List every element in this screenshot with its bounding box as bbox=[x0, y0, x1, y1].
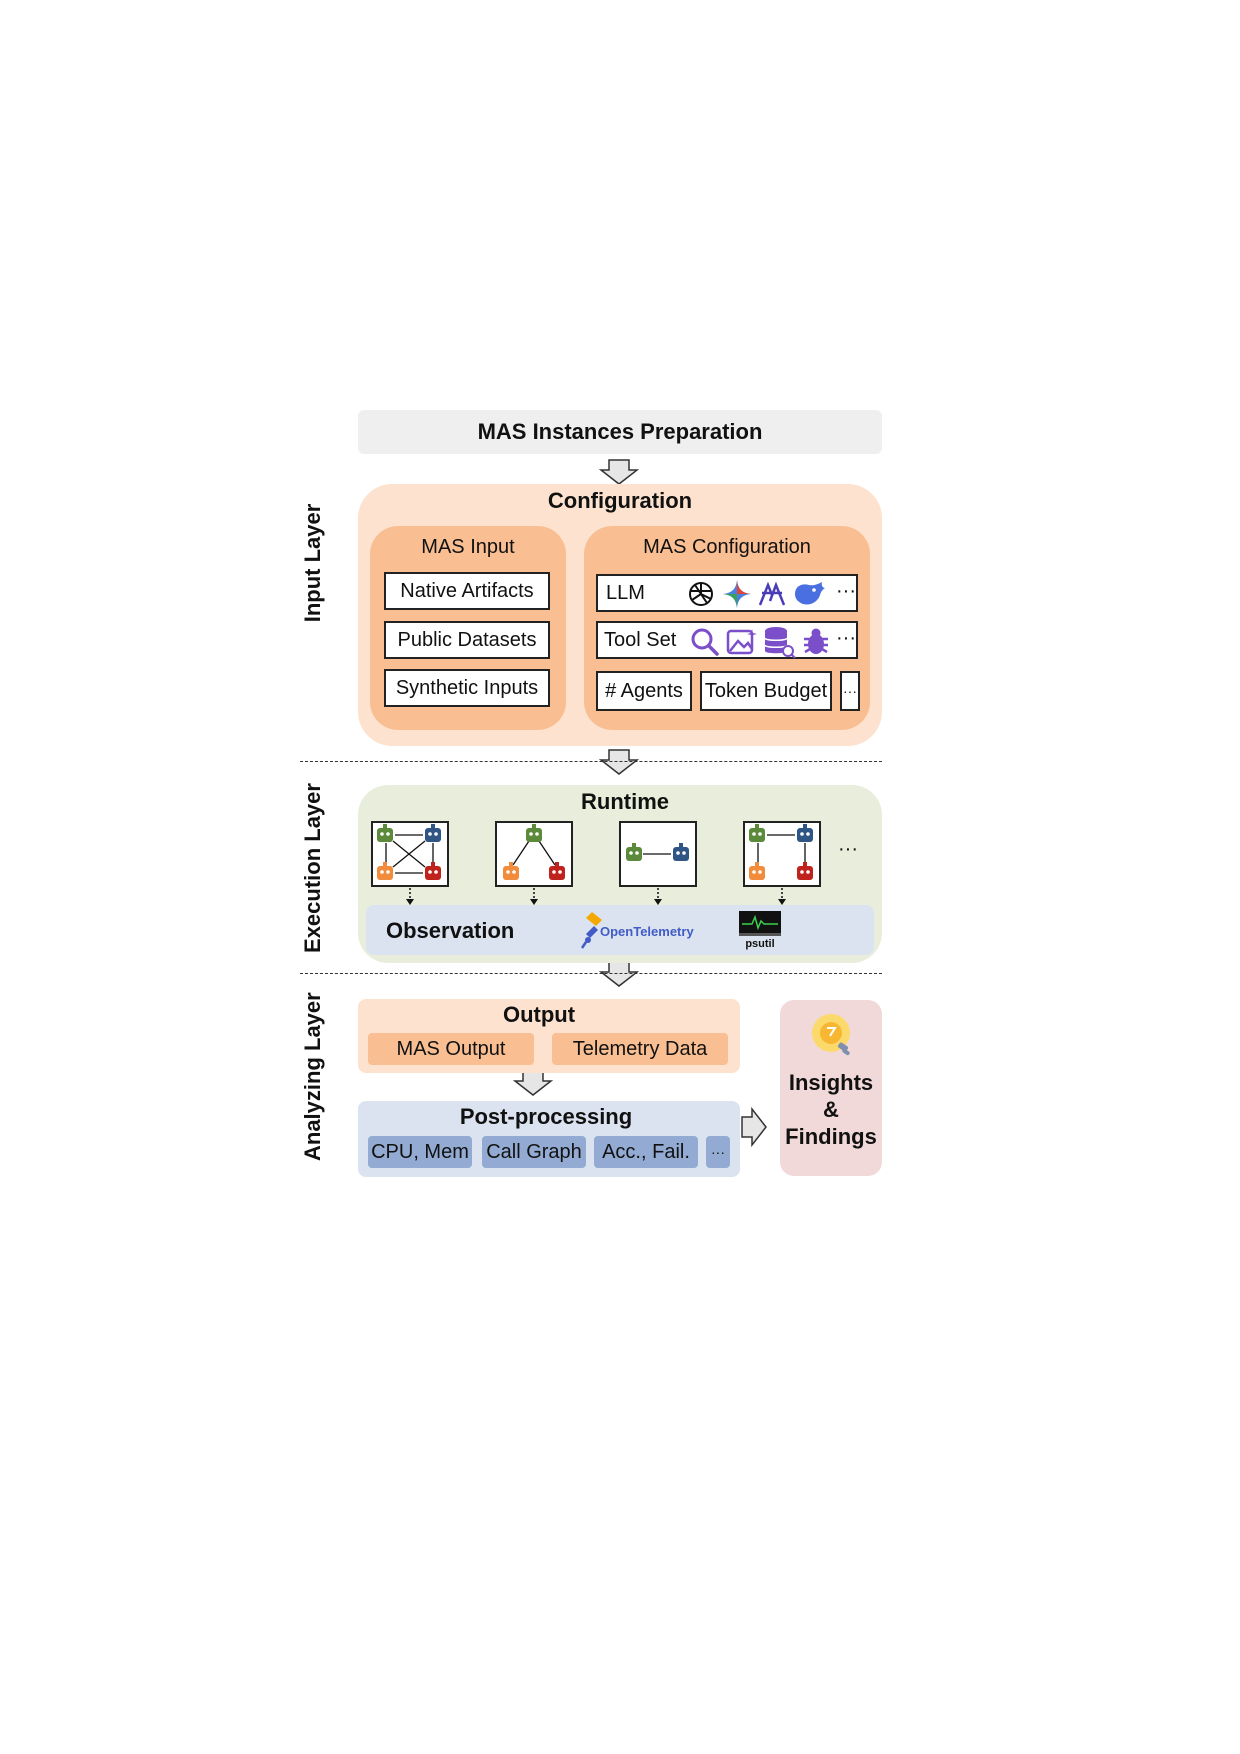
runtime-title: Runtime bbox=[581, 789, 669, 814]
down-arrow-icon bbox=[598, 459, 640, 485]
agent-green-icon bbox=[526, 824, 542, 842]
agent-green-icon bbox=[377, 824, 393, 842]
output-title: Output bbox=[502, 1002, 576, 1027]
database-icon bbox=[764, 627, 796, 659]
execution-layer-label: Execution Layer bbox=[300, 783, 325, 953]
agent-blue-icon bbox=[797, 824, 813, 842]
down-arrow-icon bbox=[598, 961, 640, 987]
token-budget-box: Token Budget bbox=[700, 671, 832, 711]
dotted-arrow-icon bbox=[406, 888, 414, 905]
mas-input-title: MAS Input bbox=[421, 536, 515, 558]
toolset-more: ··· bbox=[836, 627, 856, 649]
dotted-arrow-icon bbox=[530, 888, 538, 905]
layer-divider bbox=[300, 761, 882, 762]
gemini-icon bbox=[723, 580, 751, 608]
down-arrow-icon bbox=[598, 749, 640, 775]
llm-label: LLM bbox=[606, 582, 645, 604]
deepseek-icon bbox=[795, 582, 825, 605]
native-artifacts-box: Native Artifacts bbox=[384, 572, 550, 610]
agent-orange-icon bbox=[503, 862, 519, 880]
toolset-label: Tool Set bbox=[604, 629, 677, 651]
agent-red-icon bbox=[425, 862, 441, 880]
configuration-title: Configuration bbox=[547, 488, 693, 513]
observation-panel bbox=[366, 905, 874, 955]
cpu-mem-chip: CPU, Mem bbox=[368, 1136, 472, 1168]
topology-tree bbox=[503, 824, 565, 880]
dotted-arrow-icon bbox=[778, 888, 786, 905]
agent-red-icon bbox=[797, 862, 813, 880]
topology-full-mesh bbox=[377, 824, 441, 880]
topology-1 bbox=[371, 821, 449, 887]
telemetry-data-chip: Telemetry Data bbox=[552, 1033, 728, 1065]
agent-orange-icon bbox=[377, 862, 393, 880]
observation-title: Observation bbox=[386, 918, 515, 943]
mas-configuration-title: MAS Configuration bbox=[643, 536, 811, 558]
agent-blue-icon bbox=[673, 843, 689, 861]
agent-green-icon bbox=[749, 824, 765, 842]
mas-instances-preparation: MAS Instances Preparation bbox=[358, 410, 882, 454]
psutil-label: psutil bbox=[745, 938, 775, 950]
topology-pair bbox=[626, 843, 689, 861]
input-layer-label: Input Layer bbox=[300, 503, 325, 623]
psutil-monitor-icon bbox=[739, 911, 781, 936]
layer-divider bbox=[300, 973, 882, 974]
opentelemetry-label: OpenTelemetry bbox=[600, 924, 694, 939]
image-icon bbox=[726, 629, 757, 655]
synthetic-inputs-box: Synthetic Inputs bbox=[384, 669, 550, 707]
agents-box: # Agents bbox=[596, 671, 692, 711]
lightbulb-icon bbox=[812, 1014, 850, 1056]
agent-green-icon bbox=[626, 843, 642, 861]
call-graph-chip: Call Graph bbox=[482, 1136, 586, 1168]
topology-3 bbox=[619, 821, 697, 887]
dotted-arrow-icon bbox=[654, 888, 662, 905]
agent-blue-icon bbox=[425, 824, 441, 842]
topology-4 bbox=[743, 821, 821, 887]
right-arrow-icon bbox=[741, 1106, 767, 1148]
llm-box: LLM ··· bbox=[596, 574, 858, 612]
agent-red-icon bbox=[549, 862, 565, 880]
analyzing-layer-label: Analyzing Layer bbox=[300, 992, 325, 1161]
bug-icon bbox=[804, 628, 828, 654]
search-icon bbox=[691, 628, 719, 656]
topology-ring bbox=[749, 824, 813, 880]
topology-2 bbox=[495, 821, 573, 887]
insights-label: Insights bbox=[788, 1070, 874, 1095]
config-more-box: ··· bbox=[840, 671, 860, 711]
anthropic-icon bbox=[758, 581, 786, 606]
insights-ampersand: & bbox=[823, 1097, 839, 1122]
postprocessing-more-chip: ··· bbox=[706, 1136, 730, 1168]
opentelemetry-logo-icon bbox=[580, 912, 602, 949]
agent-orange-icon bbox=[749, 862, 765, 880]
llm-more: ··· bbox=[836, 580, 856, 602]
public-datasets-box: Public Datasets bbox=[384, 621, 550, 659]
postprocessing-title: Post-processing bbox=[459, 1104, 633, 1129]
acc-fail-chip: Acc., Fail. bbox=[594, 1136, 698, 1168]
findings-label: Findings bbox=[785, 1124, 877, 1149]
toolset-box: Tool Set ··· bbox=[596, 621, 858, 659]
openai-icon bbox=[689, 582, 713, 606]
down-arrow-icon bbox=[512, 1070, 554, 1096]
mas-output-chip: MAS Output bbox=[368, 1033, 534, 1065]
runtime-more: ··· bbox=[838, 838, 858, 860]
